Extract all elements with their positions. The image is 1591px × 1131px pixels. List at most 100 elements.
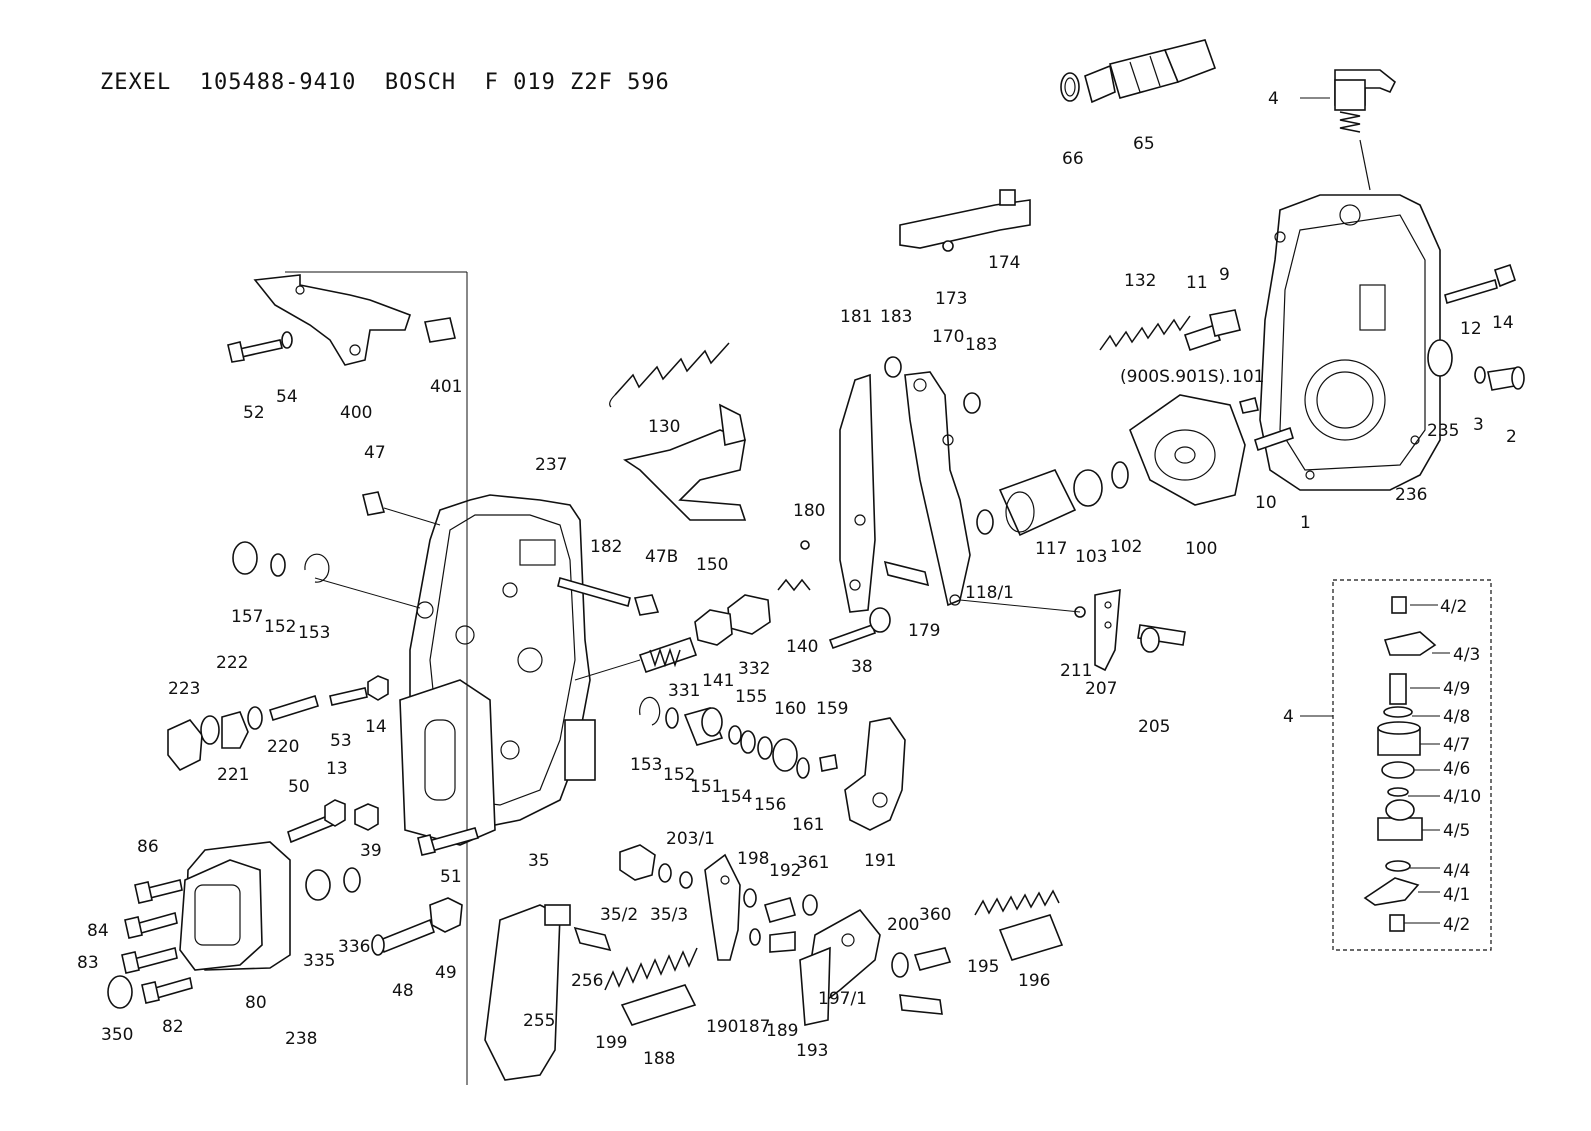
part-11-screw (1183, 323, 1222, 352)
label-159: 159 (816, 699, 848, 719)
label-331: 331 (668, 681, 700, 701)
label-47: 47 (364, 443, 386, 463)
part-183-nut-b (963, 392, 981, 414)
label-3: 3 (1473, 415, 1484, 435)
part-361-washer (802, 894, 818, 916)
label-222: 222 (216, 653, 248, 673)
label-220: 220 (267, 737, 299, 757)
label-83: 83 (77, 953, 99, 973)
label-84: 84 (87, 921, 109, 941)
part-255-bracket (484, 904, 571, 1081)
label-2: 2 (1506, 427, 1517, 447)
label-4-6: 4/6 (1443, 759, 1470, 779)
part-84-bolt (124, 911, 178, 939)
part-39-nut (354, 803, 379, 831)
label-350: 350 (101, 1025, 133, 1045)
part-173-clip (942, 240, 954, 252)
part-156-washer (757, 736, 773, 760)
part-140-spring-screw (777, 578, 811, 592)
part-35-2-nut (619, 844, 656, 881)
part-103-bearing (1073, 469, 1103, 507)
part-100-flyweight (1129, 394, 1246, 506)
leader-line-153 (314, 577, 421, 609)
part-13-nut (324, 799, 346, 827)
part-4-detail-box (1332, 579, 1492, 951)
part-155-washer (740, 730, 756, 754)
part-400-bracket (253, 274, 412, 366)
label-47B: 47B (645, 547, 678, 567)
part-189-screw (769, 931, 796, 953)
part-182-long-bolt (557, 577, 631, 607)
label-157: 157 (231, 607, 263, 627)
part-192-screw (764, 897, 796, 923)
label-54: 54 (276, 387, 298, 407)
label-192: 192 (769, 861, 801, 881)
label-156: 156 (754, 795, 786, 815)
label-13: 13 (326, 759, 348, 779)
part-52-bolt (227, 339, 283, 363)
part-130-spring (609, 342, 730, 408)
label-191: 191 (864, 851, 896, 871)
label-130: 130 (648, 417, 680, 437)
part-65-fitting (1084, 39, 1217, 104)
label-4-7: 4/7 (1443, 735, 1470, 755)
part-220-screw (269, 694, 319, 722)
label-4-8: 4/8 (1443, 707, 1470, 727)
label-181: 181 (840, 307, 872, 327)
part-152-ring-b (665, 707, 679, 729)
label-140: 140 (786, 637, 818, 657)
label-198: 198 (737, 849, 769, 869)
part-132-spring (1099, 315, 1191, 351)
part-38-bolt (828, 607, 891, 650)
diagram-title: ZEXEL 105488-9410 BOSCH F 019 Z2F 596 (100, 70, 670, 95)
label-4-10: 4/10 (1443, 787, 1481, 807)
part-193-plate (799, 946, 831, 1026)
part-256-bolt (573, 926, 612, 952)
part-331-screw (638, 636, 698, 674)
label-4-1: 4/1 (1443, 885, 1470, 905)
part-54-washer (281, 331, 293, 349)
part-10-bolt (1254, 426, 1294, 452)
label-117: 117 (1035, 539, 1067, 559)
part-117-sleeve (998, 469, 1077, 537)
label-12: 12 (1460, 319, 1482, 339)
part-51-bolt (417, 827, 480, 856)
label-155: 155 (735, 687, 767, 707)
label-153-b: 153 (630, 755, 662, 775)
part-82-bolt (141, 976, 193, 1004)
part-153-circlip-b (639, 696, 661, 726)
label-361: 361 (797, 853, 829, 873)
label-11: 11 (1186, 273, 1208, 293)
label-50: 50 (288, 777, 310, 797)
label-4-side: 4 (1283, 707, 1294, 727)
label-118-1: 118/1 (965, 583, 1014, 603)
label-190: 190 (706, 1017, 738, 1037)
leader-line-211 (959, 599, 1081, 613)
label-66: 66 (1062, 149, 1084, 169)
label-102: 102 (1110, 537, 1142, 557)
part-221-nut (200, 706, 263, 749)
part-180-pin (800, 540, 810, 550)
part-118-1-washer (976, 509, 994, 535)
label-211: 211 (1060, 661, 1092, 681)
part-188-sleeve (620, 984, 697, 1026)
part-4-assembly-top (1300, 69, 1397, 191)
leader-line-331 (574, 659, 641, 681)
label-86: 86 (137, 837, 159, 857)
part-191-bracket (844, 717, 906, 831)
label-332: 332 (738, 659, 770, 679)
label-4-2-bottom: 4/2 (1443, 915, 1470, 935)
part-83-bolt (121, 947, 178, 974)
label-151: 151 (690, 777, 722, 797)
label-223: 223 (168, 679, 200, 699)
part-lever-pin (899, 994, 943, 1015)
part-49-nut (429, 897, 463, 933)
label-132: 132 (1124, 271, 1156, 291)
label-205: 205 (1138, 717, 1170, 737)
part-153-circlip-a (304, 553, 330, 583)
label-236: 236 (1395, 485, 1427, 505)
part-174-bracket (899, 189, 1031, 249)
label-196: 196 (1018, 971, 1050, 991)
label-183-b: 183 (965, 335, 997, 355)
